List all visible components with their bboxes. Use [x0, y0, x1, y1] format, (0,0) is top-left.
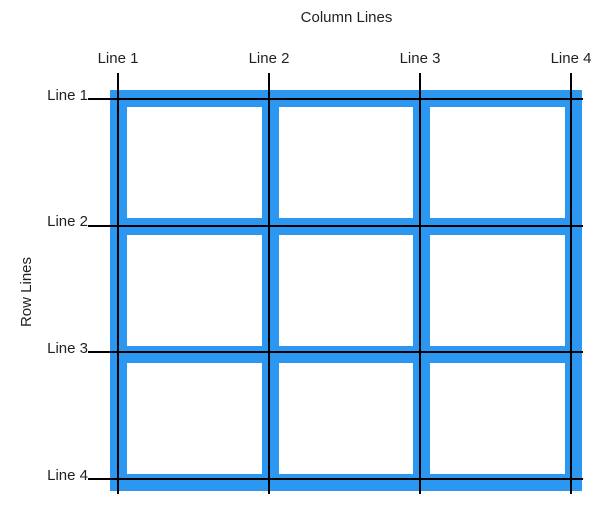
- column-line-2-label: Line 2: [248, 50, 290, 67]
- column-line-4-label: Line 4: [550, 50, 592, 67]
- grid-cell: [430, 235, 565, 346]
- grid-cell: [127, 107, 262, 218]
- column-line-3-label: Line 3: [399, 50, 441, 67]
- grid-cell: [430, 363, 565, 474]
- grid-cell: [278, 107, 414, 218]
- row-line-4-label: Line 4: [47, 467, 88, 484]
- column-line-2: [268, 73, 270, 494]
- grid-cell: [430, 107, 565, 218]
- diagram-title: Column Lines: [300, 9, 393, 26]
- row-lines-axis-title: Row Lines: [18, 256, 35, 328]
- column-line-1: [117, 73, 119, 494]
- column-line-3: [419, 73, 421, 494]
- grid-cell: [278, 363, 414, 474]
- column-line-4: [570, 73, 572, 494]
- column-line-1-label: Line 1: [97, 50, 139, 67]
- grid-cell: [127, 235, 262, 346]
- grid-cell: [278, 235, 414, 346]
- grid-cell: [127, 363, 262, 474]
- row-line-3: [88, 351, 583, 353]
- row-line-3-label: Line 3: [47, 340, 88, 357]
- row-line-1: [88, 98, 583, 100]
- row-line-1-label: Line 1: [47, 87, 88, 104]
- grid-container: [110, 90, 582, 491]
- row-line-2-label: Line 2: [47, 213, 88, 230]
- row-line-2: [88, 225, 583, 227]
- row-line-4: [88, 478, 583, 480]
